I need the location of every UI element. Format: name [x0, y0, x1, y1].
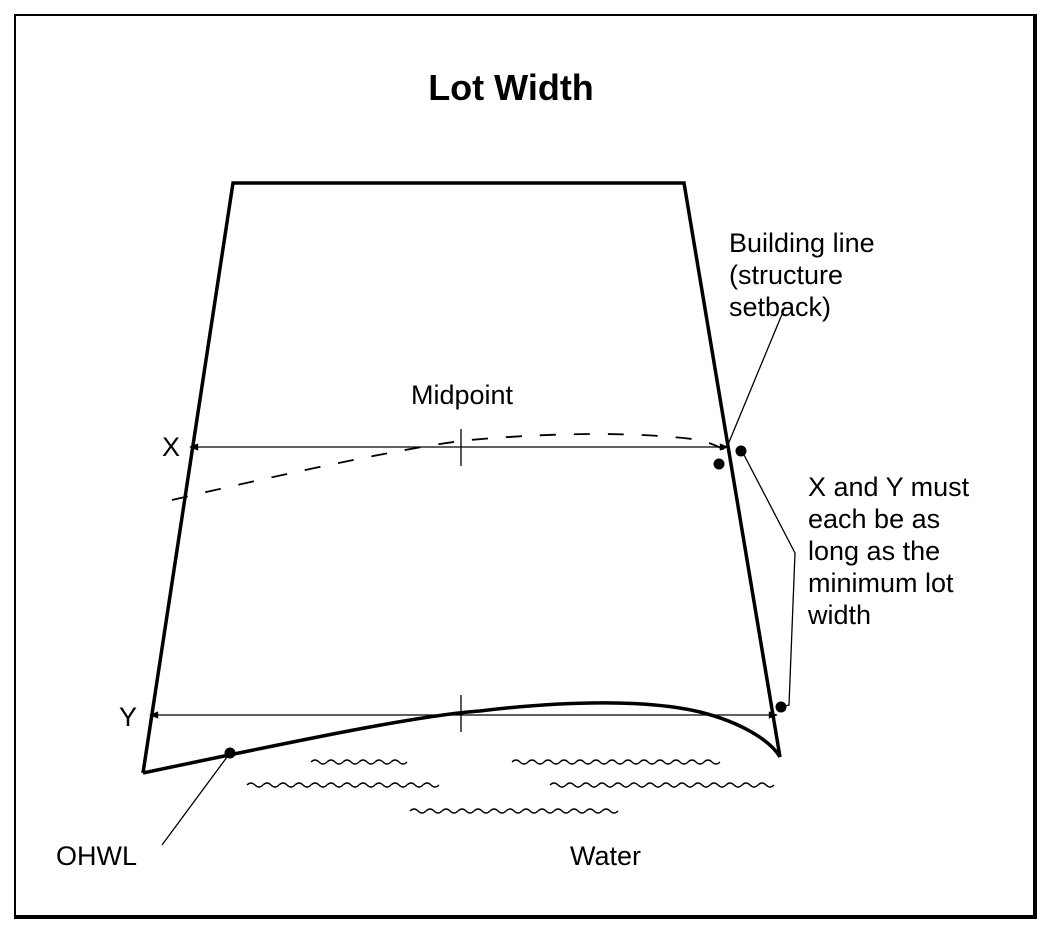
building-line-label-line2: (structure [729, 260, 843, 290]
requirement-line5: width [807, 600, 871, 630]
diagram-frame [14, 14, 1037, 919]
requirement-line2: each be as [808, 504, 940, 534]
water-label: Water [570, 841, 641, 871]
y-label: Y [119, 702, 137, 732]
lot-boundary [141, 181, 782, 774]
requirement-line3: long as the [808, 536, 940, 566]
diagram-title: Lot Width [428, 67, 594, 108]
building-line-dot [713, 458, 725, 470]
ohwl-shoreline [142, 701, 782, 775]
building-line-label: Building line (structure setback) [729, 228, 875, 322]
building-line-label-line3: setback) [729, 292, 831, 322]
building-line-label-line1: Building line [729, 228, 875, 258]
ohwl-dot [224, 747, 236, 759]
y-endpoint-dot [775, 701, 787, 713]
water-waves-icon [246, 759, 775, 814]
ohwl-leader [161, 752, 231, 846]
requirement-line1: X and Y must [808, 472, 970, 502]
requirement-label: X and Y must each be as long as the mini… [807, 472, 970, 630]
requirement-line4: minimum lot [808, 568, 954, 598]
x-endpoint-dot [735, 445, 747, 457]
midpoint-label: Midpoint [411, 380, 514, 410]
ohwl-label: OHWL [56, 841, 137, 871]
building-line [171, 433, 736, 501]
x-label: X [162, 432, 180, 462]
building-line-leader [726, 306, 786, 448]
